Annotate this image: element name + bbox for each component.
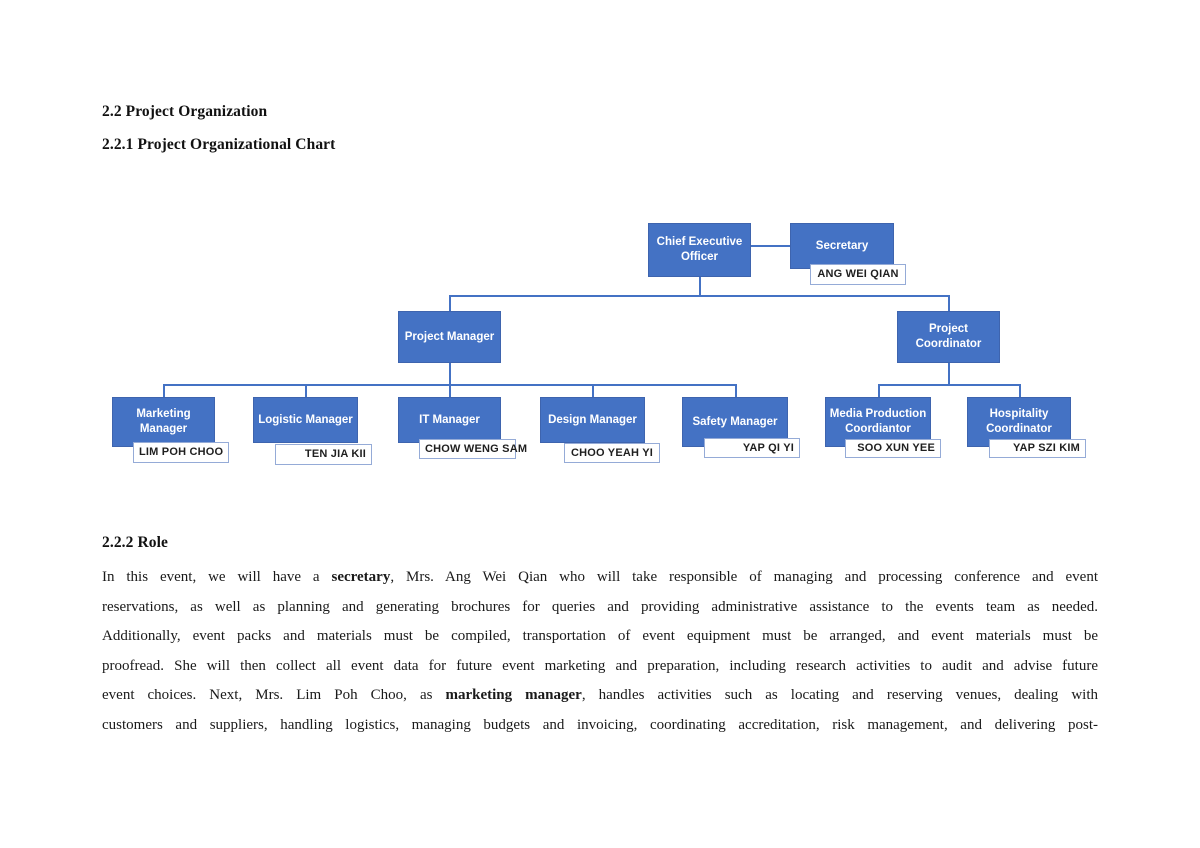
bold-run: secretary: [331, 569, 391, 585]
org-node-media-production-coordiantor: Media Production Coordiantor: [825, 397, 931, 447]
bold-run: marketing manager: [445, 687, 582, 704]
org-node-project-manager: Project Manager: [398, 311, 501, 363]
connector-line: [878, 384, 1020, 386]
connector-line: [948, 295, 950, 311]
org-node-title: Marketing Manager: [136, 408, 191, 435]
org-node-title: Hospitality Coordinator: [986, 408, 1052, 435]
org-node-it-manager: IT Manager: [398, 397, 501, 443]
role-paragraph-line: customers and suppliers, handling logist…: [102, 711, 1098, 741]
connector-line: [751, 245, 790, 247]
org-node-title: IT Manager: [419, 413, 480, 426]
connector-line: [948, 363, 950, 384]
connector-line: [449, 295, 451, 311]
role-paragraph-line: Additionally, event packs and materials …: [102, 622, 1098, 652]
person-name-label-logistic-manager: TEN JIA KII: [275, 444, 372, 465]
connector-line: [449, 384, 451, 397]
text-run: reservations, as well as planning and ge…: [102, 598, 1098, 615]
role-paragraph-line: In this event, we will have a secretary,…: [102, 563, 1098, 593]
org-node-secretary: Secretary: [790, 223, 894, 269]
role-paragraph-line: proofread. She will then collect all eve…: [102, 652, 1098, 682]
org-node-design-manager: Design Manager: [540, 397, 645, 443]
text-run: In this event, we will have a: [102, 569, 332, 585]
org-node-title: Project Coordinator: [915, 323, 982, 350]
connector-line: [449, 295, 949, 297]
org-node-hospitality-coordinator: Hospitality Coordinator: [967, 397, 1071, 447]
connector-line: [592, 384, 594, 397]
text-run: proofread. She will then collect all eve…: [102, 657, 1098, 674]
person-name-label-media-production-coordiantor: SOO XUN YEE: [845, 439, 941, 458]
org-node-title: Media Production Coordiantor: [829, 408, 927, 435]
text-run: , handles activities such as locating an…: [581, 687, 1098, 704]
connector-line: [305, 384, 307, 397]
section-heading-project-organization: 2.2 Project Organization: [102, 103, 268, 120]
org-node-logistic-manager: Logistic Manager: [253, 397, 358, 443]
section-heading-role: 2.2.2 Role: [102, 534, 169, 551]
text-run: , Mrs. Ang Wei Qian who will take respon…: [390, 569, 1098, 585]
connector-line: [699, 277, 701, 295]
person-name-label-it-manager: CHOW WENG SAM: [419, 439, 527, 459]
role-paragraph: In this event, we will have a secretary,…: [102, 563, 1098, 741]
role-paragraph-line: reservations, as well as planning and ge…: [102, 593, 1098, 623]
org-node-title: Logistic Manager: [258, 413, 353, 426]
person-name-label-secretary: ANG WEI QIAN: [810, 264, 906, 285]
connector-line: [1019, 384, 1021, 397]
connector-line: [735, 384, 737, 397]
org-node-project-coordinator: Project Coordinator: [897, 311, 1000, 363]
text-run: event choices. Next, Mrs. Lim Poh Choo, …: [102, 687, 446, 704]
org-node-title: Design Manager: [548, 413, 637, 426]
text-run: Additionally, event packs and materials …: [102, 628, 1098, 645]
org-node-title: Project Manager: [404, 330, 495, 343]
person-name-label-design-manager: CHOO YEAH YI: [564, 443, 660, 463]
org-node-title: Safety Manager: [692, 415, 778, 428]
org-node-ceo: Chief Executive Officer: [648, 223, 751, 277]
person-name-label-marketing-manager: LIM POH CHOO: [133, 442, 229, 463]
role-paragraph-line: event choices. Next, Mrs. Lim Poh Choo, …: [102, 681, 1098, 711]
org-node-title: Secretary: [815, 239, 869, 252]
person-name-label-hospitality-coordinator: YAP SZI KIM: [989, 439, 1086, 458]
person-name-label-safety-manager: YAP QI YI: [704, 438, 800, 458]
connector-line: [878, 384, 880, 397]
text-run: customers and suppliers, handling logist…: [102, 716, 1098, 733]
connector-line: [449, 363, 451, 384]
org-node-marketing-manager: Marketing Manager: [112, 397, 215, 447]
section-heading-organizational-chart: 2.2.1 Project Organizational Chart: [102, 136, 336, 153]
org-node-title: Chief Executive Officer: [656, 236, 743, 263]
connector-line: [163, 384, 165, 397]
